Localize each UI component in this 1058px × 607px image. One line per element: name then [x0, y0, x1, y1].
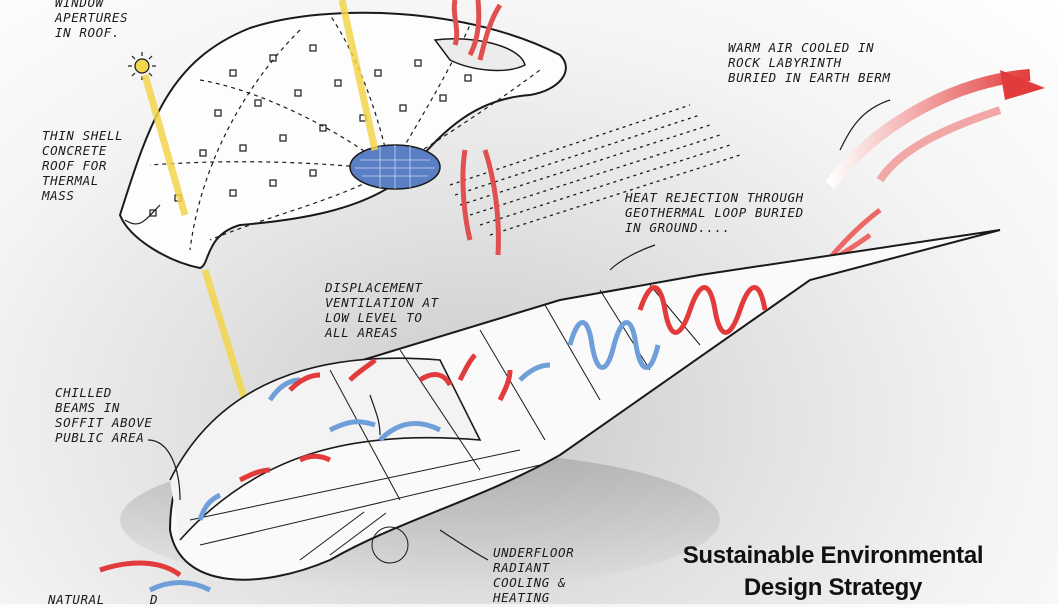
diagram-title-line2: Design Strategy	[743, 574, 923, 601]
annotation-thin-shell-roof: THIN SHELL CONCRETE ROOF FOR THERMAL MAS…	[42, 128, 124, 203]
annotation-warm-air: WARM AIR COOLED IN ROCK LABYRINTH BURIED…	[728, 40, 891, 85]
annotation-leaders	[124, 99, 891, 561]
annotation-natural: NATURAL	[48, 592, 105, 607]
sun-icon	[128, 52, 156, 80]
labyrinth-coil-cool	[567, 320, 661, 370]
labyrinth-coil-warm	[637, 285, 768, 335]
diagram-title-line1: Sustainable Environmental	[682, 542, 984, 569]
annotation-cut-letter: D	[150, 592, 159, 607]
annotation-underfloor-radiant: UNDERFLOOR RADIANT COOLING & HEATING	[493, 545, 575, 605]
rock-labyrinth-pattern	[449, 104, 741, 236]
annotation-displacement-ventilation: DISPLACEMENT VENTILATION AT LOW LEVEL TO…	[325, 280, 439, 340]
annotation-heat-rejection: HEAT REJECTION THROUGH GEOTHERMAL LOOP B…	[625, 190, 804, 235]
internal-airflow	[99, 353, 551, 593]
annotation-roof-apertures: WINDOW APERTURES IN ROOF.	[55, 0, 129, 40]
stair-element	[299, 511, 409, 564]
exhaust-arrows	[451, 0, 503, 256]
roof-shell	[118, 11, 567, 270]
annotation-chilled-beams: CHILLED BEAMS IN SOFFIT ABOVE PUBLIC ARE…	[55, 385, 153, 445]
building-cutaway	[168, 229, 1001, 581]
